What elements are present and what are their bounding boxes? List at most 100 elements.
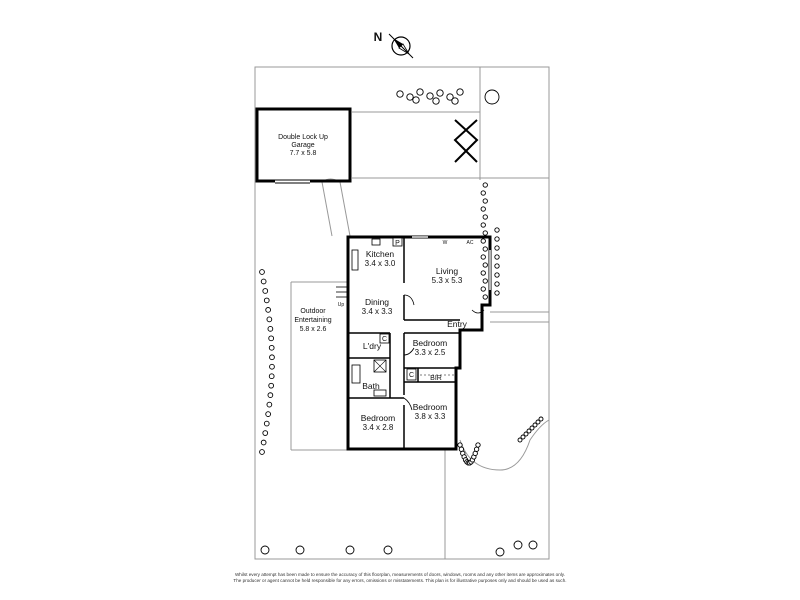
shrub-icon xyxy=(383,545,393,555)
garden-path xyxy=(459,419,550,471)
shrub-icon xyxy=(473,446,480,452)
landscaping xyxy=(259,88,544,557)
living-name: Living xyxy=(436,266,458,276)
disclaimer-line2: The producer or agent cannot be held res… xyxy=(233,578,567,583)
shrub-icon xyxy=(426,92,434,100)
bedroom3-name: Bedroom xyxy=(361,413,396,423)
shrub-icon xyxy=(526,428,532,434)
shrub-icon xyxy=(513,540,523,550)
shrub-icon xyxy=(406,93,414,101)
shrub-icon xyxy=(494,290,500,296)
shrub-icon xyxy=(260,545,270,555)
shrub-icon xyxy=(262,288,269,294)
shrub-icon xyxy=(432,97,440,105)
shrub-icon xyxy=(517,437,523,443)
shrub-icon xyxy=(494,281,500,287)
bath-name: Bath xyxy=(362,381,380,391)
shrub-icon xyxy=(532,422,538,428)
dining-name: Dining xyxy=(365,297,389,307)
shrub-icon xyxy=(482,198,488,204)
kitchen-dims: 3.4 x 3.0 xyxy=(365,259,396,268)
steps-up-label: Up xyxy=(338,302,345,308)
house-walls xyxy=(336,235,492,451)
shrub-icon xyxy=(494,254,500,260)
garage xyxy=(255,107,352,184)
shrub-icon xyxy=(265,411,271,417)
shrub-icon xyxy=(480,286,486,292)
shrub-icon xyxy=(538,416,544,422)
shrub-icon xyxy=(528,540,538,550)
shrub-icon xyxy=(259,269,265,275)
garage-name-line2: Garage xyxy=(291,142,314,149)
shrub-icon xyxy=(482,182,488,188)
bedroom2-name: Bedroom xyxy=(413,402,448,412)
shrub-icon xyxy=(457,442,463,448)
shrub-icon xyxy=(494,236,500,242)
shrub-icon xyxy=(494,263,500,269)
entry-name: Entry xyxy=(447,319,468,329)
shrub-icon xyxy=(262,430,269,436)
shrub-icon xyxy=(482,246,488,252)
shrub-icon xyxy=(412,96,420,104)
shrub-icon xyxy=(482,230,488,236)
bedroom3-dims: 3.4 x 2.8 xyxy=(363,423,394,432)
gate-icon xyxy=(453,119,479,163)
shrub-icon xyxy=(475,442,481,448)
shrub-icon xyxy=(494,227,500,233)
outdoor-name-line2: Entertaining xyxy=(294,317,331,324)
garage-name-line1: Double Lock Up xyxy=(278,134,328,141)
shrub-icon xyxy=(494,272,500,278)
shrub-icon xyxy=(480,206,486,212)
shrub-icon xyxy=(268,373,275,380)
shrub-icon xyxy=(480,254,486,260)
shrub-icon xyxy=(269,363,275,370)
laundry-name: L'dry xyxy=(363,341,382,351)
shrub-icon xyxy=(268,344,275,351)
shrub-icon xyxy=(436,89,444,97)
bedroom1-dims: 3.3 x 2.5 xyxy=(415,348,446,357)
bedroom2-dims: 3.8 x 3.3 xyxy=(415,412,446,421)
shrub-icon xyxy=(456,88,464,96)
shrub-icon xyxy=(416,88,424,96)
shrub-icon xyxy=(480,190,486,196)
outdoor-dims: 5.8 x 2.6 xyxy=(300,326,327,333)
shrub-icon xyxy=(267,325,274,332)
shrub-icon xyxy=(482,278,488,284)
air-conditioner-marker: AC xyxy=(467,240,474,246)
shrub-icon xyxy=(484,89,500,105)
living-dims: 5.3 x 5.3 xyxy=(432,276,463,285)
shrub-icon xyxy=(495,547,505,557)
cupboard-marker-1: C xyxy=(382,336,387,343)
shrub-icon xyxy=(396,90,404,98)
shrub-icon xyxy=(535,419,541,425)
water-heater-marker: W xyxy=(443,240,448,246)
shrub-icon xyxy=(482,262,488,268)
shrub-icon xyxy=(480,270,486,276)
garage-dims: 7.7 x 5.8 xyxy=(290,150,317,157)
shrub-icon xyxy=(269,354,275,361)
shrub-icon xyxy=(446,93,454,101)
disclaimer: Whilst every attempt has been made to en… xyxy=(180,572,620,584)
shrub-icon xyxy=(267,392,274,399)
pantry-marker: P xyxy=(395,240,400,247)
shrub-icon xyxy=(259,449,265,455)
shrub-icon xyxy=(520,434,526,440)
shrub-icon xyxy=(260,278,267,285)
shrub-icon xyxy=(268,382,275,389)
shrub-icon xyxy=(480,238,486,244)
shrub-icon xyxy=(482,294,488,300)
shrub-icon xyxy=(263,297,270,304)
shrub-icon xyxy=(263,420,270,427)
shrub-icon xyxy=(260,439,267,446)
compass: N xyxy=(374,30,414,59)
compass-north-label: N xyxy=(374,30,383,44)
shrub-icon xyxy=(266,316,273,323)
shrub-icon xyxy=(265,307,271,313)
shrub-icon xyxy=(451,97,459,105)
shrub-icon xyxy=(266,401,273,408)
shrub-icon xyxy=(345,545,355,555)
shrub-icon xyxy=(295,545,305,555)
site-boundary xyxy=(254,66,550,560)
shrub-icon xyxy=(480,222,486,228)
